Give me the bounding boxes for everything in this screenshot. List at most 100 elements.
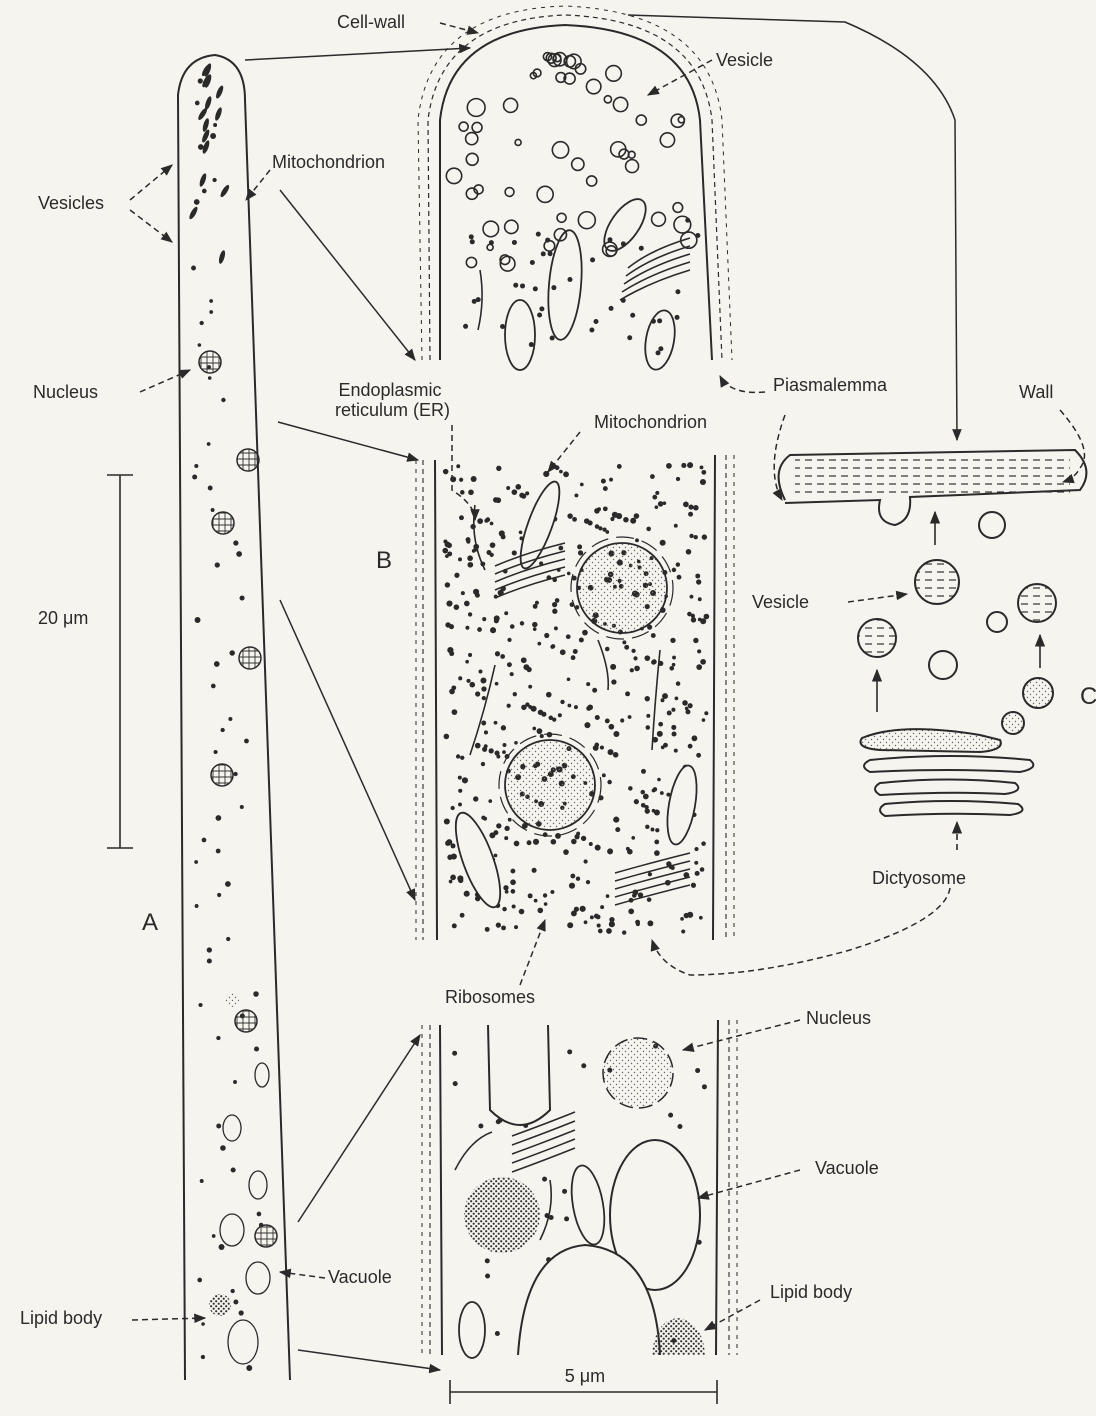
ribosome (610, 664, 616, 670)
ribosome (578, 550, 583, 555)
label-vesicle-top: Vesicle (716, 50, 773, 70)
vesicle (472, 122, 482, 132)
ribosome (700, 465, 704, 469)
vesicle (198, 144, 204, 150)
ribosome (701, 841, 706, 846)
vesicle (673, 203, 683, 213)
ribosome (496, 923, 501, 928)
ribosome (633, 656, 637, 660)
ribosome (447, 855, 452, 860)
ribosome (630, 313, 635, 318)
ribosome (593, 319, 598, 324)
vesicle (195, 101, 200, 106)
ribosome (590, 257, 595, 262)
ribosome (567, 1049, 572, 1054)
ribosome (688, 744, 693, 749)
ribosome (469, 234, 474, 239)
vesicle (201, 1355, 205, 1359)
ribosome (592, 688, 597, 693)
ribosome (481, 762, 485, 766)
ribosome (456, 754, 460, 758)
ribosome (519, 530, 523, 534)
ribosome (549, 716, 554, 721)
ribosome (690, 595, 694, 599)
vesicle (578, 212, 595, 229)
ribosome (484, 730, 488, 734)
ribosome (613, 817, 619, 823)
vesicle (220, 1145, 226, 1151)
mitochondrion (566, 1163, 609, 1247)
vesicle (626, 160, 639, 173)
ribosome (489, 240, 494, 245)
ribosome (634, 513, 640, 519)
ribosome (504, 826, 509, 831)
vesicle (487, 244, 493, 250)
vesicle (459, 122, 468, 131)
ribosome (698, 597, 702, 601)
ribosome (594, 914, 599, 919)
ribosome (688, 504, 693, 509)
ribosome (513, 283, 518, 288)
ribosome (558, 713, 562, 717)
ribosome (465, 626, 469, 630)
ribosome (685, 218, 690, 223)
lipid-body (225, 993, 239, 1007)
ribosome (602, 527, 606, 531)
ribosome (680, 917, 684, 921)
vesicle (212, 178, 216, 182)
ribosome (567, 277, 572, 282)
ribosome (542, 1177, 547, 1182)
ribosome (675, 315, 680, 320)
mitochondrion (198, 173, 207, 188)
vesicle (194, 464, 198, 468)
ribosome (625, 691, 630, 696)
ribosome (597, 924, 601, 928)
vesicle (246, 1365, 252, 1371)
mitochondrion (204, 96, 213, 111)
mitochondrion (459, 1302, 485, 1358)
ribosome (449, 651, 454, 656)
ribosome (574, 834, 579, 839)
vesicle (544, 241, 555, 252)
ribosome (641, 769, 646, 774)
ribosome (639, 246, 644, 251)
mitochondrion (214, 107, 223, 122)
vesicle (220, 728, 224, 732)
ribosome (693, 638, 698, 643)
ribosome (607, 848, 613, 854)
ribosome (537, 728, 543, 734)
ribosome (512, 550, 517, 555)
vesicle (198, 1003, 202, 1007)
vesicle (221, 398, 225, 402)
mitochondrion (544, 229, 585, 341)
ribosome (555, 465, 560, 470)
ribosome (503, 885, 508, 890)
ribosome (513, 692, 517, 696)
mitochondrion (219, 184, 231, 198)
ribosome (507, 662, 512, 667)
ribosome (573, 649, 578, 654)
nucleus (239, 647, 261, 669)
mitochondrion (215, 85, 225, 100)
vesicle (210, 133, 216, 139)
lipid-body (464, 1177, 540, 1253)
label-scale-5um: 5 μm (530, 1366, 640, 1386)
ribosome (543, 893, 547, 897)
nucleus (211, 764, 233, 786)
vesicle (483, 221, 499, 237)
ribosome (481, 686, 486, 691)
ribosome (501, 725, 506, 730)
ribosome (582, 630, 588, 636)
ribosome (446, 839, 452, 845)
ribosome (598, 929, 603, 934)
ribosome (540, 734, 544, 738)
label-scale-20um: 20 μm (38, 608, 88, 628)
ribosome (584, 920, 588, 924)
ribosome (552, 602, 557, 607)
ribosome (634, 799, 639, 804)
vesicle (192, 474, 197, 479)
ribosome (571, 839, 577, 845)
ribosome (454, 573, 459, 578)
ribosome (534, 899, 538, 903)
ribosome (495, 497, 501, 503)
